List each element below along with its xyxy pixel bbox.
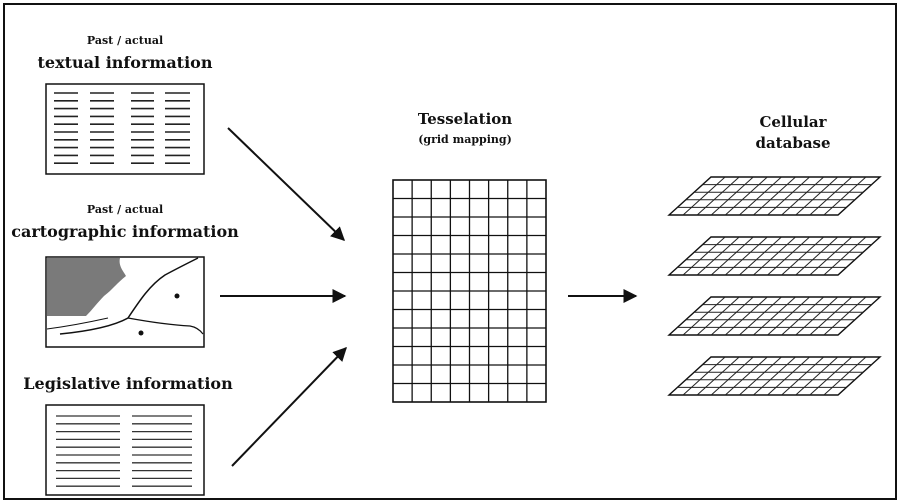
layer-column-line [823, 236, 867, 276]
layer-column-line [710, 176, 754, 216]
layer-column-line [809, 296, 853, 336]
layer-column-line [823, 296, 867, 336]
layer-column-line [767, 296, 810, 336]
layer-column-line [823, 356, 867, 396]
layer-column-line [696, 176, 740, 216]
layer-column-line [724, 356, 768, 396]
layer-column-line [739, 296, 782, 336]
database-title-line1: Cellular [759, 113, 827, 131]
layer-column-line [809, 356, 853, 396]
layer-column-line [795, 236, 839, 276]
layer-column-line [696, 356, 740, 396]
layer-column-line [710, 356, 754, 396]
textual-info-caption: textual information [37, 53, 213, 72]
cellular-database-layers [667, 176, 882, 396]
layer-column-line [781, 236, 825, 276]
map-land-area [47, 258, 126, 316]
layer-column-line [809, 236, 853, 276]
layer-column-line [781, 296, 825, 336]
layer-column-line [739, 176, 782, 216]
cartographic-info-caption-top: Past / actual [86, 203, 164, 216]
layer-column-line [710, 296, 754, 336]
layer-column-line [753, 296, 796, 336]
database-layer [667, 176, 882, 216]
textual-document-icon [45, 83, 205, 175]
layer-column-line [753, 176, 796, 216]
database-title-line2: database [755, 134, 831, 152]
layer-column-line [724, 236, 768, 276]
layer-column-line [767, 236, 810, 276]
legislative-text-lines [56, 415, 192, 487]
tesselation-subtitle: (grid mapping) [418, 133, 512, 146]
map-road-line [46, 317, 109, 330]
layer-column-line [767, 356, 810, 396]
layer-column-line [795, 356, 839, 396]
legislative-info-caption: Legislative information [23, 374, 233, 393]
map-point-2 [138, 330, 144, 336]
layer-column-line [767, 176, 810, 216]
layer-column-line [696, 236, 740, 276]
layer-column-line [739, 356, 782, 396]
database-layer [667, 236, 882, 276]
layer-column-line [739, 236, 782, 276]
arrow-legislative-to-grid [231, 346, 347, 467]
map-boundary-line-2 [127, 317, 204, 335]
layer-column-line [781, 356, 825, 396]
layer-column-line [823, 176, 867, 216]
layer-column-line [753, 356, 796, 396]
layer-column-line [682, 236, 726, 276]
database-layer [667, 296, 882, 336]
layer-column-line [682, 296, 726, 336]
layer-column-line [809, 176, 853, 216]
layer-column-line [795, 296, 839, 336]
textual-info-caption-top: Past / actual [86, 34, 164, 47]
map-point-1 [174, 293, 180, 299]
layer-column-line [724, 176, 768, 216]
tesselation-title: Tesselation [417, 110, 513, 128]
cartographic-map-icon [45, 256, 205, 348]
layer-column-line [781, 176, 825, 216]
layer-column-line [696, 296, 740, 336]
database-layer [667, 356, 882, 396]
layer-column-line [724, 296, 768, 336]
textual-text-lines [54, 92, 190, 164]
legislative-document-icon [45, 404, 205, 496]
cartographic-info-caption: cartographic information [11, 222, 239, 241]
layer-column-line [753, 236, 796, 276]
layer-column-line [710, 236, 754, 276]
layer-column-line [682, 176, 726, 216]
layer-column-line [682, 356, 726, 396]
map-boundary-line-1 [59, 257, 199, 335]
tesselation-grid [392, 179, 547, 403]
arrow-textual-to-grid [227, 127, 346, 241]
layer-column-line [795, 176, 839, 216]
